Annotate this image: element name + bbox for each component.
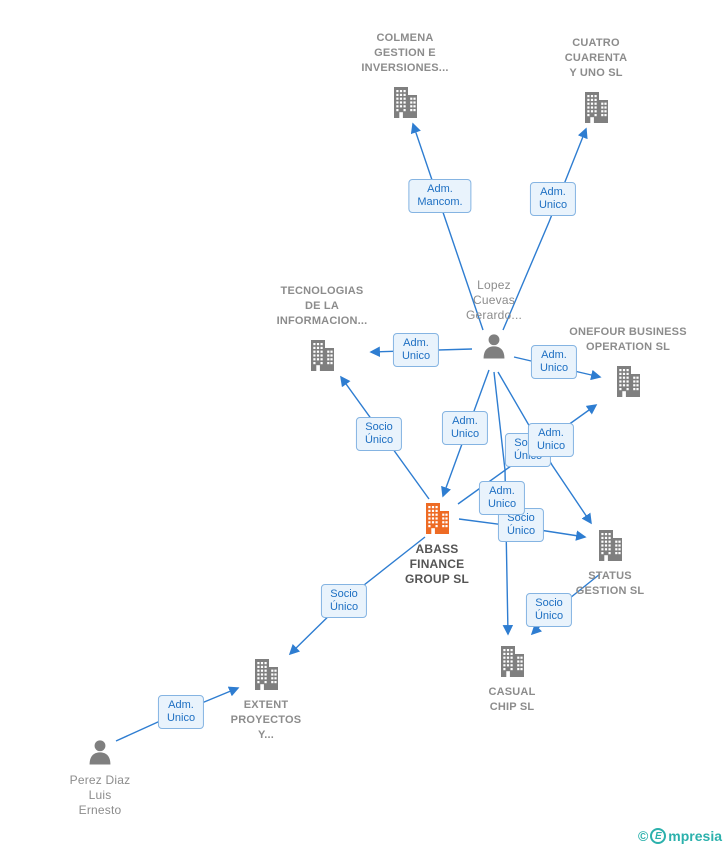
empresia-logo-icon: E <box>650 828 667 844</box>
relation-label-lopez-cuevas-to-casual-chip: Adm.Unico <box>478 481 526 515</box>
building-icon[interactable] <box>578 89 614 125</box>
relation-label-lopez-cuevas-to-onefour-business: Adm.Unico <box>530 345 578 379</box>
building-icon[interactable] <box>304 337 340 373</box>
relation-label-lopez-cuevas-to-abass-finance: Adm.Unico <box>441 411 489 445</box>
empresia-watermark: © E mpresia <box>638 828 722 844</box>
building-icon[interactable] <box>494 643 530 679</box>
person-icon[interactable] <box>479 331 509 361</box>
relation-label-lopez-cuevas-to-cuatro-cuarenta: Adm.Unico <box>529 182 577 216</box>
building-icon[interactable] <box>610 363 646 399</box>
building-icon[interactable] <box>592 527 628 563</box>
relation-label-lopez-cuevas-to-colmena-gestion: Adm.Mancom. <box>408 179 472 213</box>
relation-label-perez-diaz-to-extent-proyectos: Adm.Unico <box>157 695 205 729</box>
building-icon[interactable] <box>419 500 455 536</box>
person-icon[interactable] <box>85 737 115 767</box>
relation-label-lopez-cuevas-to-status-gestion: Adm.Unico <box>527 423 575 457</box>
building-icon[interactable] <box>387 84 423 120</box>
building-icon[interactable] <box>248 656 284 692</box>
relation-label-lopez-cuevas-to-tecnologias-informacion: Adm.Unico <box>392 333 440 367</box>
brand-name: mpresia <box>668 828 722 844</box>
copyright-symbol: © <box>637 828 649 844</box>
